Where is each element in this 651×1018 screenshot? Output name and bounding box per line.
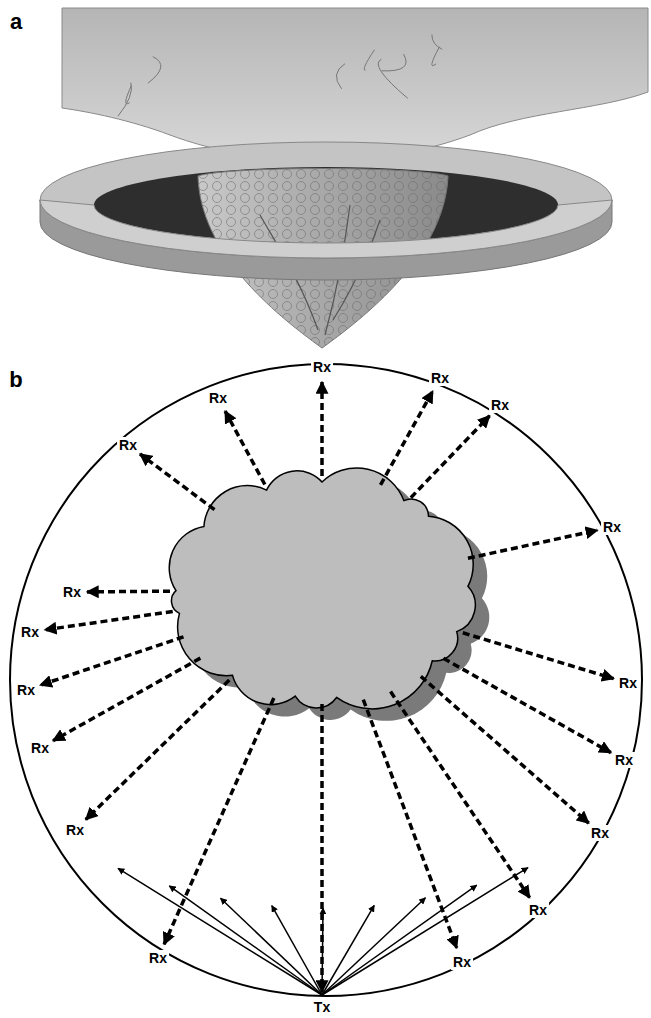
scatter-arrow [411, 416, 490, 498]
receiver-label: Rx [429, 370, 451, 386]
scatter-arrow [45, 611, 173, 629]
scatter-arrow [363, 700, 456, 948]
scatter-arrows [40, 382, 613, 992]
antenna-ring-outline [10, 364, 642, 996]
transmit-arrow [272, 906, 322, 995]
vein-stroke [382, 54, 406, 71]
scatter-arrow [140, 454, 214, 510]
vein-stroke [378, 59, 408, 98]
vein-stroke [118, 83, 132, 116]
receiver-label: Rx [147, 950, 169, 966]
receiver-label: Rx [15, 682, 37, 698]
vein-stroke [364, 50, 374, 71]
receiver-label: Rx [589, 825, 611, 841]
scatter-arrow [40, 637, 183, 685]
scatter-arrow [421, 676, 589, 823]
scatter-arrow [86, 680, 230, 819]
transmitter-label: Tx [312, 999, 332, 1015]
scatter-arrow [391, 692, 530, 898]
vein-stroke [148, 57, 161, 84]
receiver-label: Rx [64, 822, 86, 838]
transmit-arrow [322, 905, 374, 995]
vein-stroke [336, 64, 345, 89]
vein-stroke [126, 86, 132, 104]
receiver-label: Rx [613, 752, 635, 768]
chest-tissue [62, 8, 648, 162]
receiver-label: Rx [207, 390, 229, 406]
tissue-texture [118, 35, 442, 117]
scatter-arrow [225, 411, 265, 484]
receiver-label: Rx [451, 954, 473, 970]
scatter-arrow [463, 633, 614, 679]
vein-stroke [432, 47, 440, 66]
scatter-arrow [381, 391, 433, 485]
receiver-label: Rx [29, 740, 51, 756]
scatter-arrow [164, 698, 274, 944]
transmit-arrow [169, 886, 322, 995]
receiver-label: Rx [117, 437, 139, 453]
ring-front-face [40, 200, 612, 258]
panel-letter: a [10, 11, 22, 33]
receiver-label: Rx [601, 519, 623, 535]
receiver-label: Rx [617, 675, 639, 691]
transmit-arrow [221, 898, 323, 995]
scatter-arrow [87, 589, 170, 593]
receiver-label: Rx [527, 902, 549, 918]
scatter-arrow [320, 382, 324, 476]
transmit-arrow [118, 868, 322, 995]
transmit-arrow [322, 868, 528, 995]
ring-side-face [40, 200, 612, 280]
receiver-label: Rx [489, 397, 511, 413]
scatter-arrow [468, 530, 597, 558]
vein-stroke [432, 35, 442, 50]
scatter-arrow [443, 658, 611, 752]
receiver-label: Rx [19, 624, 41, 640]
panel-letter: b [9, 369, 22, 391]
cloud-body [169, 468, 475, 709]
receiver-label: Rx [311, 359, 333, 375]
transmit-arrow [322, 898, 426, 995]
scatter-arrow [320, 704, 324, 992]
target-cloud [169, 468, 489, 721]
receiver-label: Rx [61, 584, 83, 600]
